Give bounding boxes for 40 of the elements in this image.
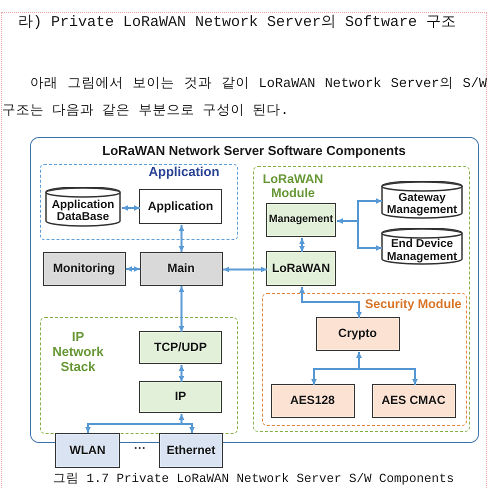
dashed-group-frame: [262, 293, 467, 426]
component-box: LoRaWAN: [266, 251, 336, 286]
component-box: AES CMAC: [372, 384, 456, 418]
component-box: WLAN: [55, 433, 120, 468]
dashed-group-frame: [252, 166, 470, 432]
component-box: Management: [266, 203, 336, 237]
component-box: TCP/UDP: [139, 331, 222, 364]
connector-arrow: [337, 218, 382, 251]
body-paragraph: 아래 그림에서 보이는 것과 같이 LoRaWAN Network Server의 S/W 구조는 다음과 같은 부분으로 구성이 된다.: [2, 76, 487, 121]
connector-arrow: [178, 286, 184, 332]
component-box: Crypto: [316, 316, 400, 350]
dashed-group-frame: [40, 164, 238, 240]
group-title: LoRaWAN Module: [262, 172, 324, 200]
connector-arrow: [178, 365, 184, 382]
database-cylinder: Application DataBase: [45, 187, 121, 227]
component-box: Ethernet: [159, 433, 223, 468]
section-heading: 라) Private LoRaWAN Network Server의 Software 구조: [18, 14, 456, 32]
database-cylinder: Gateway Management: [381, 181, 463, 219]
panel-frame: [30, 137, 479, 443]
component-box: AES128: [270, 384, 354, 418]
connector-arrow: [126, 266, 140, 272]
connector-arrow: [299, 287, 362, 318]
group-title: Application: [148, 164, 220, 180]
component-box: Application: [139, 189, 222, 224]
ellipsis-label: ···: [133, 441, 147, 455]
connector-arrow: [299, 238, 305, 252]
dashed-group-frame: [40, 316, 238, 434]
database-cylinder: End Device Management: [381, 228, 463, 265]
component-box: Monitoring: [42, 252, 126, 286]
group-title: IP Network Stack: [51, 329, 105, 374]
figure-caption: 그림 1.7 Private LoRaWAN Network Server S/W Components: [53, 472, 454, 487]
group-title: Security Module: [364, 296, 462, 312]
connector-arrow: [356, 352, 418, 385]
connector-arrow: [122, 205, 140, 211]
component-box: IP: [139, 381, 222, 413]
connector-arrow: [178, 225, 184, 252]
component-box: Main: [140, 252, 222, 286]
connector-arrow: [223, 266, 267, 272]
panel-title: LoRaWAN Network Server Software Components: [101, 142, 407, 158]
connector-arrow: [178, 414, 195, 433]
